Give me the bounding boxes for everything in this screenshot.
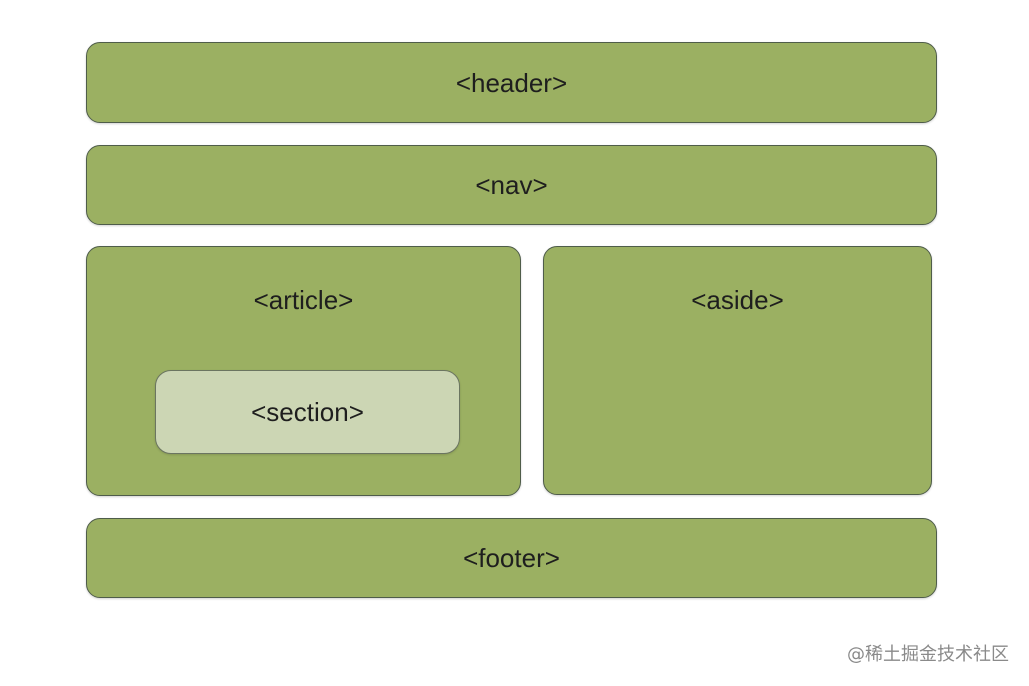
section-block: <section> — [155, 370, 460, 454]
aside-label: <aside> — [691, 285, 784, 315]
aside-block: <aside> — [543, 246, 932, 495]
nav-block: <nav> — [86, 145, 937, 225]
article-label: <article> — [253, 285, 354, 315]
footer-block: <footer> — [86, 518, 937, 598]
nav-label: <nav> — [475, 170, 548, 200]
watermark: @稀土掘金技术社区 — [847, 644, 1009, 665]
header-label: <header> — [455, 67, 568, 98]
footer-label: <footer> — [463, 543, 560, 573]
article-block: <article> <section> — [86, 246, 521, 496]
section-label: <section> — [251, 397, 364, 427]
header-block: <header> — [86, 42, 937, 123]
